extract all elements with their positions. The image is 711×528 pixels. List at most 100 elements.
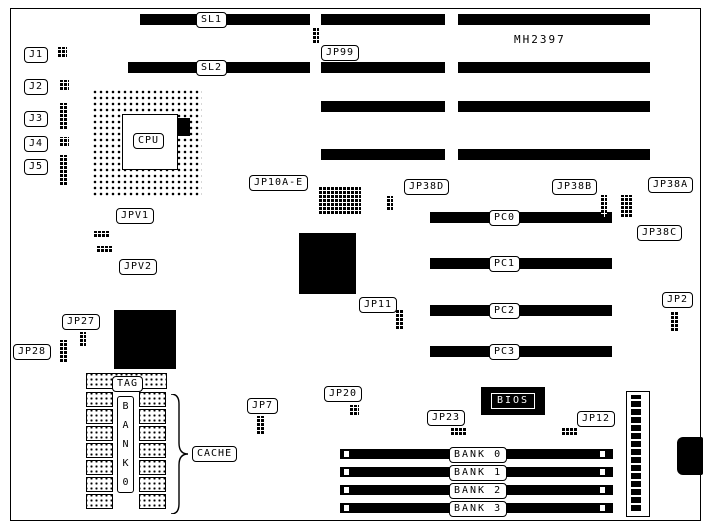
connector-label-j3: J3 (24, 111, 49, 127)
jumper-label-jpv1: JPV1 (116, 208, 155, 224)
sram-socket (86, 494, 113, 509)
isa-slot-bar (458, 101, 650, 112)
jumper-label-jp38a: JP38A (648, 177, 694, 193)
sram-socket (139, 460, 166, 475)
isa-slot-bar (458, 149, 650, 160)
isa-slot-bar (321, 14, 445, 25)
jumper-label-jp23: JP23 (427, 410, 466, 426)
memory-bank-label-1: BANK 1 (449, 465, 508, 481)
pci-slot-bar (430, 212, 612, 223)
jp99-jumper (313, 27, 319, 43)
sram-socket (139, 392, 166, 407)
chipset-qfp-chip (299, 233, 356, 294)
sram-socket (86, 460, 113, 475)
simm-clip (600, 505, 605, 511)
jp20-jumper (350, 405, 359, 415)
memory-bank-label-2: BANK 2 (449, 483, 508, 499)
sram-socket (86, 392, 113, 407)
jpv1-jumper (94, 231, 110, 237)
cpu-inner-chip (178, 118, 190, 136)
jumper-label-jp38b: JP38B (552, 179, 598, 195)
jumper-label-jp38d: JP38D (404, 179, 450, 195)
jp27-jumper (80, 332, 86, 346)
jumper-label-jp12: JP12 (577, 411, 616, 427)
simm-clip (344, 469, 349, 475)
pci-slot-label-pc2: PC2 (489, 303, 521, 319)
sram-socket (139, 426, 166, 441)
j4-header-pins (60, 137, 69, 146)
pci-slot-label-pc3: PC3 (489, 344, 521, 360)
sram-socket (139, 477, 166, 492)
connector-label-j5: J5 (24, 159, 49, 175)
jumper-label-jp99: JP99 (321, 45, 360, 61)
jumper-label-jp20: JP20 (324, 386, 363, 402)
slot-label-sl2: SL2 (196, 60, 228, 76)
jp38b-jumper (601, 195, 607, 217)
pci-slot-label-pc1: PC1 (489, 256, 521, 272)
jumper-label-jp27: JP27 (62, 314, 101, 330)
sram-socket (86, 409, 113, 424)
cache-bank0-vertical-label: BANK0 (117, 396, 134, 493)
jumper-label-jp10a-e: JP10A-E (249, 175, 309, 191)
j2-header-pins (60, 80, 69, 90)
pci-slot-bar (430, 258, 612, 269)
cache-sram-column-left (86, 392, 113, 509)
j3-header-pins (60, 103, 67, 129)
simm-clip (344, 451, 349, 457)
jumper-label-jp2: JP2 (662, 292, 694, 308)
diagram-border (10, 8, 701, 521)
bios-chip: BIOS (481, 387, 545, 415)
jp12-jumper (562, 428, 577, 435)
jp10a-e-jumpers (319, 187, 361, 214)
jumper-label-jp28: JP28 (13, 344, 52, 360)
sram-socket (86, 443, 113, 458)
simm-clip (344, 487, 349, 493)
jp23-jumper (451, 428, 467, 435)
jpv2-jumper (97, 246, 113, 252)
jumper-label-jp7: JP7 (247, 398, 279, 414)
connector-label-j1: J1 (24, 47, 49, 63)
jumper-label-jp38c: JP38C (637, 225, 683, 241)
jumper-label-jp11: JP11 (359, 297, 398, 313)
isa-slot-bar (321, 62, 445, 73)
sram-socket (86, 477, 113, 492)
connector-label-j2: J2 (24, 79, 49, 95)
board-part-number: MH2397 (514, 33, 566, 46)
pci-slot-bar (430, 305, 612, 316)
jp2-jumper (671, 311, 678, 331)
controller-qfp-chip (114, 310, 176, 369)
keyboard-din-connector (677, 437, 703, 475)
j1-header-pins (58, 47, 67, 57)
pci-slot-label-pc0: PC0 (489, 210, 521, 226)
j5-header-pins (60, 155, 67, 185)
connector-label-j4: J4 (24, 136, 49, 152)
jumper-label-jpv2: JPV2 (119, 259, 158, 275)
jp11-jumper (396, 309, 403, 329)
memory-bank-label-3: BANK 3 (449, 501, 508, 517)
chip-label-bios: BIOS (490, 393, 536, 409)
cache-label: CACHE (192, 446, 238, 462)
cache-sram-column-right (139, 392, 166, 509)
sram-socket (139, 443, 166, 458)
simm-clip (600, 487, 605, 493)
isa-slot-bar (458, 14, 650, 25)
simm-clip (344, 505, 349, 511)
jp7-jumper (257, 416, 264, 434)
sram-socket (86, 426, 113, 441)
pci-slot-bar (430, 346, 612, 357)
cache-tag-label: TAG (112, 376, 144, 392)
jp38a-jumper (621, 195, 632, 217)
isa-slot-bar (458, 62, 650, 73)
isa-slot-bar (321, 149, 445, 160)
jp28-jumper (60, 340, 67, 362)
power-connector (626, 391, 650, 517)
memory-bank-label-0: BANK 0 (449, 447, 508, 463)
slot-label-sl1: SL1 (196, 12, 228, 28)
sram-socket (139, 494, 166, 509)
cache-group-brace (168, 393, 190, 518)
simm-clip (600, 451, 605, 457)
chip-label-cpu: CPU (133, 133, 165, 149)
sram-socket (139, 409, 166, 424)
simm-clip (600, 469, 605, 475)
